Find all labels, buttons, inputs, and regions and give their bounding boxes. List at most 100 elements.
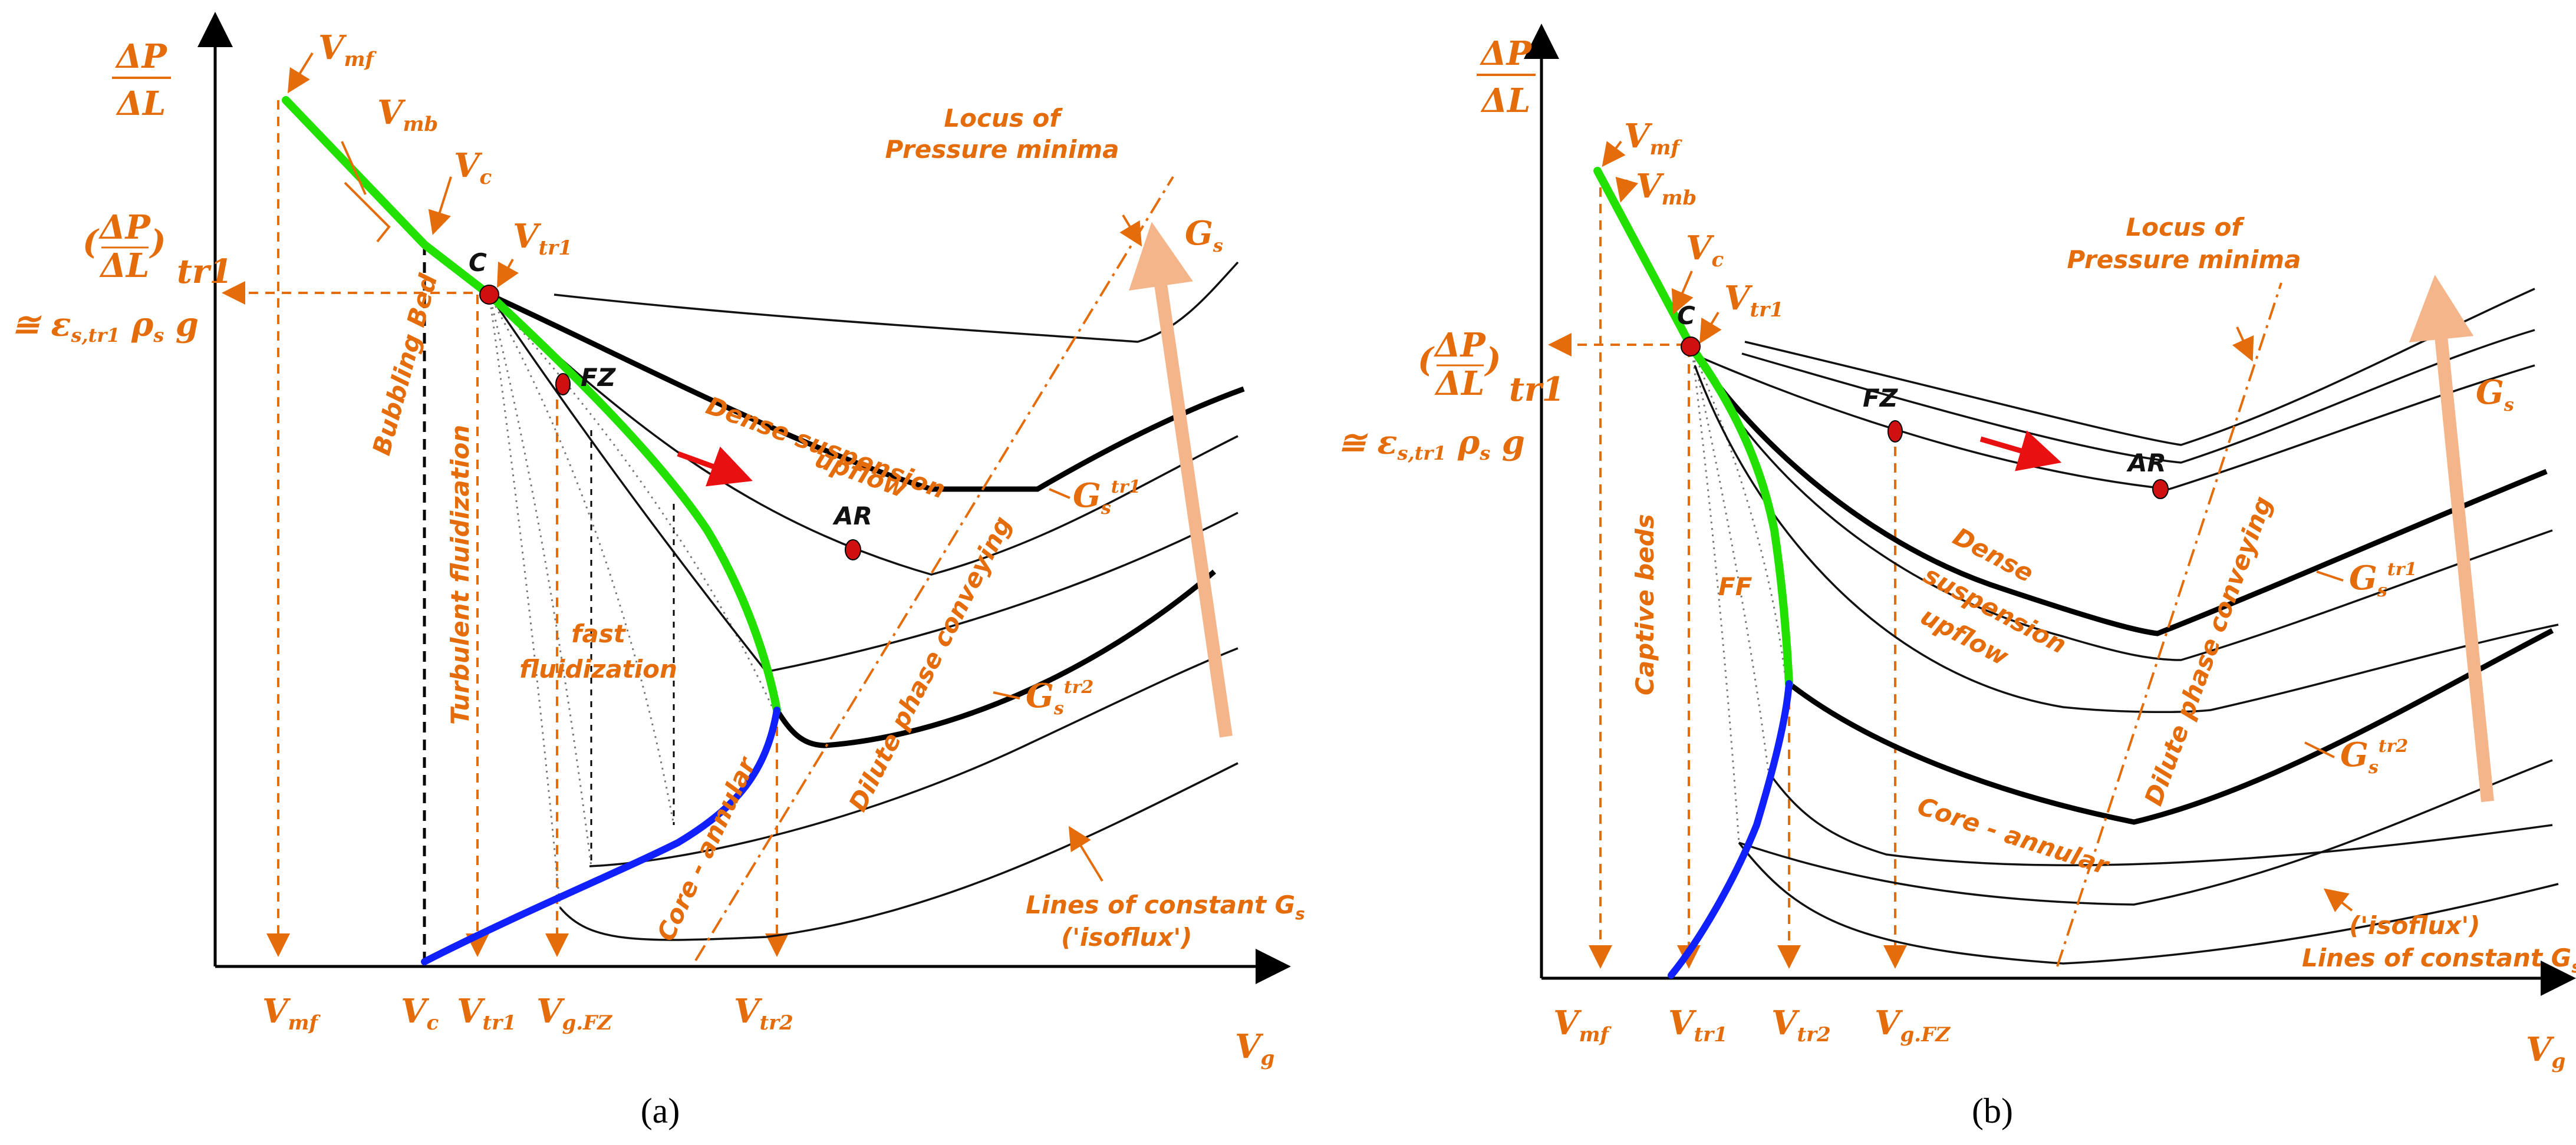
label-c-a: C <box>469 248 487 277</box>
dot-line-4-a <box>488 293 773 708</box>
isoflux-label-1-b: ('isoflux') <box>2349 911 2480 940</box>
curve-label-gs-b: Gs <box>2476 373 2514 415</box>
region-fast-fluid-a: fast <box>571 619 627 648</box>
locus-label-2-a: Pressure minima <box>885 135 1119 164</box>
x-tick-vgfz-a: Vg.FZ <box>536 992 612 1035</box>
green-boundary-b <box>1593 167 1793 688</box>
isoflux-curve-6-b <box>1767 771 2553 866</box>
svg-text:tr1: tr1 <box>1509 370 1564 409</box>
isoflux-curve-tr1-b <box>1689 346 2548 636</box>
svg-text:ΔL: ΔL <box>99 246 150 285</box>
curve-label-gs-a: Gs <box>1185 214 1223 256</box>
locus-label-1-a: Locus of <box>944 104 1063 133</box>
point-c-a <box>479 285 499 305</box>
locus-arrow-b <box>2232 326 2254 362</box>
isoflux-arrow-a <box>1068 826 1103 882</box>
isoflux-curve-tr2-a <box>775 569 1216 748</box>
label-fz-b: FZ <box>1863 384 1899 413</box>
blue-boundary-a <box>421 707 780 965</box>
top-label-vtr1-a: Vtr1 <box>513 217 572 260</box>
y-tick-label-a: ( ΔP ΔL ) tr1 <box>83 208 232 291</box>
vmb-bracket-a <box>344 182 391 243</box>
x-tick-vgfz-b: Vg.FZ <box>1875 1004 1951 1047</box>
top-label-vmf-b: Vmf <box>1624 117 1682 160</box>
isoflux-curve-5-a <box>559 762 1238 941</box>
svg-text:): ) <box>1484 341 1501 380</box>
isoflux-curve-2-a <box>488 293 1238 576</box>
region-dilute-a: Dilute phase conveying <box>843 512 1017 816</box>
top-label-vmb-b: Vmb <box>1636 167 1697 210</box>
y-axis-label-b: ΔP ΔL <box>1477 34 1536 120</box>
gstr2-arrow-a <box>993 691 1020 699</box>
top-label-vmf-a: Vmf <box>318 28 377 71</box>
vtr1-top-arrow-b <box>1699 311 1722 344</box>
isoflux-curve-2-b <box>1741 329 2535 464</box>
dot-line-2-b <box>1691 347 1770 773</box>
svg-text:ΔP: ΔP <box>1433 326 1486 365</box>
label-fz-a: FZ <box>581 363 617 392</box>
vmb-top-arrow-b <box>1615 176 1639 203</box>
isoflux-curve-4-a <box>589 647 1238 867</box>
region-bubbling-bed-a: Bubbling Bed <box>367 270 443 458</box>
isoflux-label-2-b: Lines of constant Gs <box>2302 943 2576 976</box>
x-tick-vtr2-b: Vtr2 <box>1771 1004 1831 1047</box>
isoflux-curve-1-b <box>1744 288 2535 446</box>
caption-a: (a) <box>641 1091 680 1130</box>
label-ar-b: AR <box>2126 448 2166 477</box>
isoflux-curve-4-b <box>1694 365 2559 714</box>
top-label-vc-a: Vc <box>454 146 492 189</box>
svg-text:(: ( <box>83 223 100 262</box>
svg-text:ΔL: ΔL <box>1434 364 1485 403</box>
region-ff-b: FF <box>1718 572 1753 601</box>
vc-top-arrow-a <box>428 176 452 235</box>
caption-b: (b) <box>1972 1091 2013 1130</box>
svg-text:tr1: tr1 <box>177 252 232 291</box>
y-tick-approx-a: ≅ εs,tr1 ρs g <box>12 305 199 347</box>
top-label-vtr1-b: Vtr1 <box>1724 279 1784 322</box>
locus-line-b <box>2056 282 2282 967</box>
top-label-vc-b: Vc <box>1686 229 1724 272</box>
curve-label-gstr2-b: Gstr2 <box>2340 735 2408 778</box>
region-core-annular-b: Core - annular <box>1914 791 2113 880</box>
gstr2-arrow-b <box>2304 741 2335 758</box>
locus-line-a <box>694 176 1174 962</box>
x-axis-label-a: Vg <box>1235 1027 1274 1070</box>
isoflux-curve-7-b <box>1738 842 2559 965</box>
x-tick-vmf-a: Vmf <box>262 992 321 1035</box>
green-boundary-a <box>282 96 781 714</box>
locus-label-2-b: Pressure minima <box>2067 245 2301 274</box>
svg-text:): ) <box>149 223 166 262</box>
label-c-b: C <box>1677 301 1695 330</box>
point-fz-b <box>1887 420 1903 443</box>
gs-arrow-a <box>1129 222 1233 738</box>
panel-a: ΔP ΔL ( ΔP ΔL ) tr1 ≅ εs,tr1 ρs g <box>12 12 1305 1130</box>
point-c-b <box>1681 336 1701 357</box>
x-tick-vtr1-a: Vtr1 <box>457 992 516 1035</box>
svg-text:ΔP: ΔP <box>98 208 151 247</box>
gstr1-arrow-b <box>2316 570 2344 582</box>
x-axis-label-b: Vg <box>2526 1030 2565 1073</box>
curve-label-gstr1-a: Gstr1 <box>1073 476 1141 519</box>
top-label-vmb-a: Vmb <box>377 93 438 136</box>
locus-arrow-a <box>1119 214 1142 247</box>
svg-text:ΔL: ΔL <box>116 84 166 123</box>
svg-text:(: ( <box>1418 341 1435 380</box>
label-ar-a: AR <box>832 501 872 530</box>
x-tick-vtr1-b: Vtr1 <box>1668 1004 1728 1047</box>
curve-label-gstr1-b: Gstr1 <box>2349 559 2417 601</box>
y-tick-approx-b: ≅ εs,tr1 ρs g <box>1338 423 1525 464</box>
dot-line-3-b <box>1691 347 1787 684</box>
curve-label-gstr2-a: Gstr2 <box>1026 677 1093 719</box>
svg-text:ΔP: ΔP <box>114 37 167 76</box>
region-fast-fluid-2-a: fluidization <box>519 655 677 684</box>
isoflux-label-1-a: Lines of constant Gs <box>1026 890 1305 923</box>
vmf-top-arrow-b <box>1602 140 1626 167</box>
isoflux-curve-5-b <box>1738 759 2553 906</box>
vmf-top-arrow-a <box>287 52 314 94</box>
x-tick-vc-a: Vc <box>401 992 439 1035</box>
blue-boundary-b <box>1668 680 1793 979</box>
red-arrow-a <box>677 446 753 487</box>
svg-text:ΔL: ΔL <box>1480 81 1531 120</box>
vtr1-top-arrow-a <box>497 259 519 288</box>
